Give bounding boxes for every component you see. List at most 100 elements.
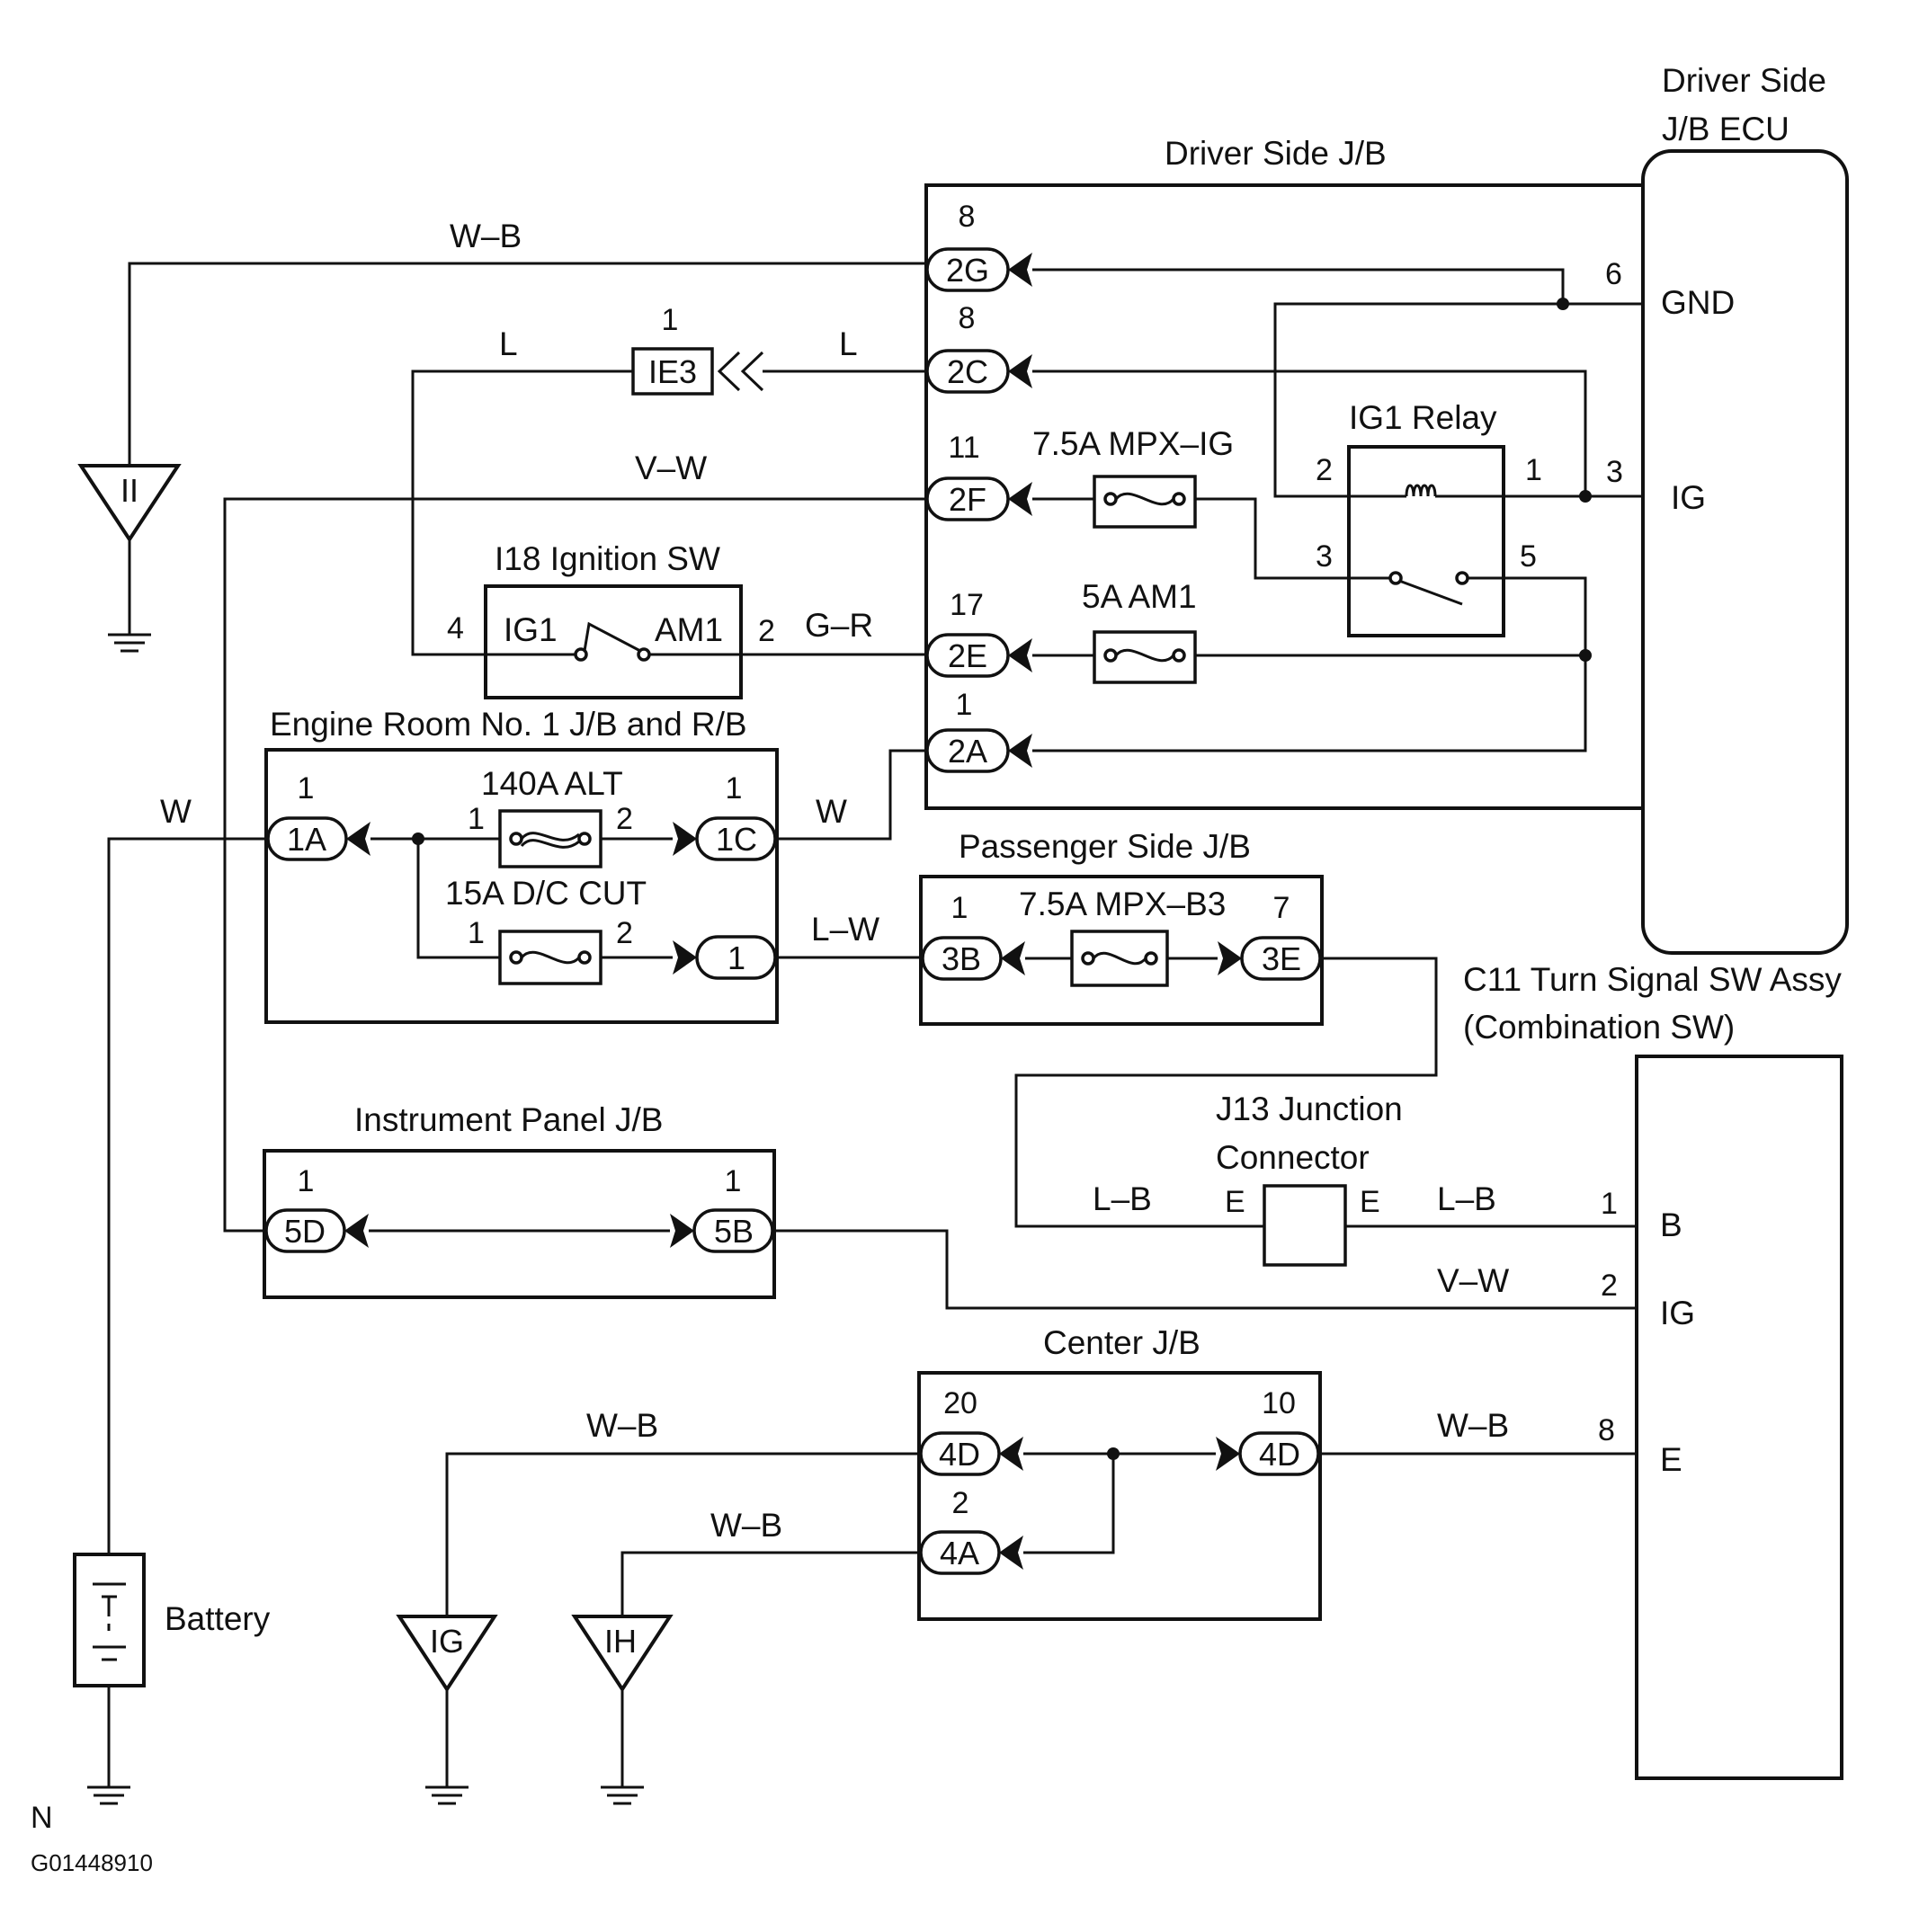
connector-4d-right-pin: 10 (1262, 1386, 1296, 1420)
connector-ie3: IE3 1 (631, 303, 764, 396)
relay-pin-2: 2 (1316, 453, 1333, 487)
wire-l-right: L (839, 325, 858, 362)
connector-1c-pin: 1 (726, 771, 743, 806)
c11-pin-ig: IG (1660, 1295, 1695, 1331)
wire-lb-right: L–B (1437, 1180, 1496, 1217)
connector-2e: 2E 17 (925, 588, 1032, 678)
passenger-side-jb: Passenger Side J/B 3B 1 3E 7 7.5A MPX–B3 (919, 828, 1324, 1026)
wire-l-left: L (499, 325, 518, 362)
ignition-sw-title: I18 Ignition SW (495, 540, 720, 577)
ground-ii-label: II (120, 472, 138, 509)
wire-lw: L–W (811, 911, 879, 948)
battery: Battery (73, 1553, 271, 1805)
ground-ig-label: IG (430, 1623, 464, 1660)
wire-color-labels: W–B L L V–W G–R W W L–W L–B L–B V–W W–B … (160, 218, 1509, 1544)
connector-2a: 2A 1 (925, 688, 1032, 773)
connector-3b: 3B (942, 940, 981, 977)
ground-ih: IH (571, 1615, 674, 1805)
driver-jb-internal-wiring (1032, 268, 1643, 752)
corner-mark-n: N (31, 1801, 53, 1835)
fuse-pin-2: 2 (616, 802, 633, 836)
ecu-pin-num-6: 6 (1605, 257, 1622, 291)
figure-id: G01448910 (31, 1849, 153, 1876)
center-jb: Center J/B 4D 20 4D 10 4A 2 (917, 1324, 1322, 1621)
connector-1a: 1A (287, 821, 326, 858)
ignition-sw: I18 Ignition SW IG1 AM1 4 2 (447, 540, 775, 699)
fuse-label: 15A D/C CUT (445, 875, 647, 912)
relay-pin-1: 1 (1525, 453, 1542, 487)
engine-room-jb: Engine Room No. 1 J/B and R/B 1A 1 1C 1 … (264, 706, 779, 1024)
j13-right-e: E (1360, 1185, 1380, 1219)
c11-title-line2: (Combination SW) (1463, 1009, 1735, 1046)
connector-5b-pin: 1 (725, 1164, 742, 1198)
fuse-15a-dc-cut: 15A D/C CUT 1 2 (445, 875, 647, 985)
ecu-title-line2: J/B ECU (1662, 111, 1790, 147)
wire-vw-bottom: V–W (1437, 1262, 1509, 1299)
fuse-label: 140A ALT (481, 765, 623, 802)
relay-pin-3: 3 (1316, 539, 1333, 574)
center-jb-title: Center J/B (1043, 1324, 1200, 1361)
j13-title-line2: Connector (1216, 1139, 1370, 1176)
c11-pin-num-8: 8 (1598, 1413, 1615, 1447)
c11-pin-num-1: 1 (1601, 1187, 1618, 1221)
j13-junction-connector: J13 Junction Connector E E (1216, 1091, 1403, 1267)
fuse-mpx-ig: 7.5A MPX–IG (1032, 425, 1234, 529)
connector-4d-left-pin: 20 (943, 1386, 977, 1420)
fuse-140a-alt: 140A ALT 1 2 (468, 765, 633, 868)
connector-3e-pin: 7 (1273, 891, 1290, 925)
connector-4d-right: 4D (1259, 1436, 1300, 1473)
connector-5b: 5B (714, 1213, 754, 1250)
c11-pin-e: E (1660, 1441, 1682, 1478)
connector-label: 2A (948, 733, 987, 770)
driver-jb-title: Driver Side J/B (1165, 135, 1387, 172)
ignition-term-am1: AM1 (655, 611, 723, 648)
connector-label: 2C (947, 353, 988, 390)
connector-4d-left: 4D (939, 1436, 980, 1473)
relay-title: IG1 Relay (1349, 399, 1497, 436)
wire-gr: G–R (805, 607, 873, 644)
j13-left-e: E (1225, 1185, 1245, 1219)
c11-title-line1: C11 Turn Signal SW Assy (1463, 961, 1842, 998)
ground-ig: IG (396, 1615, 498, 1805)
fuse-pin-1: 1 (468, 916, 485, 950)
ecu-pin-gnd: GND (1661, 284, 1735, 321)
ecu-pin-ig: IG (1671, 479, 1706, 516)
wire-wb-lower: W–B (710, 1507, 782, 1544)
driver-side-jb-ecu: Driver Side J/B ECU GND IG 6 3 (1605, 62, 1849, 955)
ecu-title-line1: Driver Side (1662, 62, 1826, 99)
battery-label: Battery (165, 1600, 271, 1637)
connector-1: 1 (727, 939, 745, 976)
connector-4a: 4A (940, 1535, 979, 1571)
connector-pin: 8 (959, 200, 976, 234)
wire-w-right: W (816, 793, 847, 830)
ignition-term-ig1: IG1 (504, 611, 558, 648)
fuse-label: 7.5A MPX–B3 (1019, 886, 1226, 922)
c11-turn-signal-sw: C11 Turn Signal SW Assy (Combination SW)… (1463, 961, 1843, 1780)
ie3-label: IE3 (648, 353, 697, 390)
fuse-pin-2: 2 (616, 916, 633, 950)
connector-3b-pin: 1 (951, 891, 968, 925)
c11-pin-num-2: 2 (1601, 1269, 1618, 1303)
wire-wb-center-right: W–B (1437, 1407, 1509, 1444)
wire-w-left: W (160, 793, 192, 830)
j13-title-line1: J13 Junction (1216, 1091, 1403, 1127)
connector-2f: 2F 11 (925, 431, 1032, 521)
instrument-jb-title: Instrument Panel J/B (354, 1101, 663, 1138)
connector-pin: 8 (959, 301, 976, 335)
ig1-relay: IG1 Relay 2 1 3 5 (1316, 399, 1542, 637)
connector-5d: 5D (284, 1213, 326, 1250)
external-wiring (107, 262, 1637, 1616)
connector-pin: 11 (948, 431, 979, 465)
fuse-mpx-b3: 7.5A MPX–B3 (1019, 886, 1226, 987)
connector-4a-pin: 2 (952, 1486, 969, 1520)
fuse-label: 5A AM1 (1082, 578, 1197, 615)
wire-wb-center-left: W–B (586, 1407, 658, 1444)
engine-room-title: Engine Room No. 1 J/B and R/B (270, 706, 747, 743)
passenger-jb-title: Passenger Side J/B (959, 828, 1251, 865)
fuse-am1: 5A AM1 (1032, 578, 1197, 684)
wire-lb-left: L–B (1093, 1180, 1152, 1217)
instrument-panel-jb: Instrument Panel J/B 5D 1 5B 1 (263, 1101, 776, 1299)
c11-pin-b: B (1660, 1206, 1682, 1243)
ie3-pin: 1 (662, 303, 679, 337)
